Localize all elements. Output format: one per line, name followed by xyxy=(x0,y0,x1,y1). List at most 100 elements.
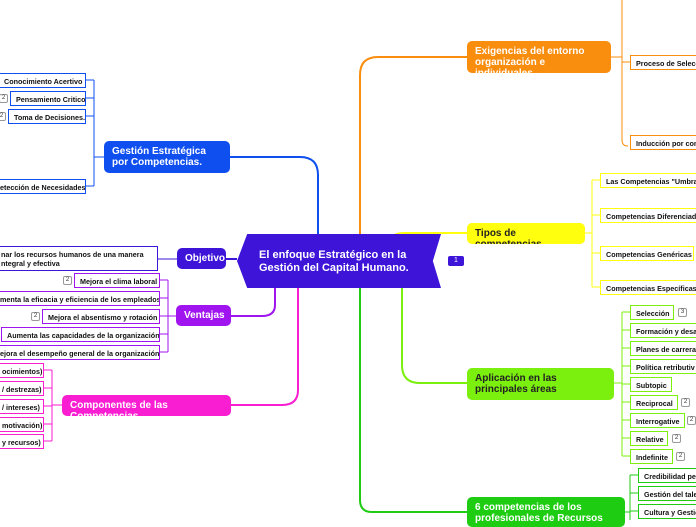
badge-value: 2 xyxy=(689,417,694,423)
subtopic-gestion-1[interactable]: Conocimiento Acertivo xyxy=(0,73,86,88)
subtopic-label: Mejora el absentismo y rotación xyxy=(48,313,158,322)
connector-gestion xyxy=(230,156,319,234)
subtopic-label: Indefinite xyxy=(636,453,668,462)
subtopic-componentes-1[interactable]: ocimientos) xyxy=(0,363,44,378)
subtopic-label: ejora el desempeño general de la organiz… xyxy=(0,349,160,358)
subtopic-label: Competencias Genéricas xyxy=(606,250,692,259)
subtopic-label: motivación) xyxy=(2,421,43,430)
topic-objetivo-label: Objetivo xyxy=(185,253,226,264)
connector-exigencias-children xyxy=(611,0,630,147)
subtopic-label: Las Competencias "Umbra xyxy=(606,177,696,186)
subtopic-ventajas-3[interactable]: Mejora el absentismo y rotación xyxy=(42,309,160,324)
topic-objetivo[interactable]: Objetivo xyxy=(177,248,226,269)
count-badge[interactable]: 2 xyxy=(672,434,681,443)
subtopic-label: Subtopic xyxy=(636,381,667,390)
subtopic-label: Competencias Específicas xyxy=(606,284,696,293)
badge-value: 2 xyxy=(683,399,688,405)
subtopic-gestion-4[interactable]: etección de Necesidades xyxy=(0,179,86,194)
topic-exigencias[interactable]: Exigencias del entorno organización e in… xyxy=(467,41,611,73)
subtopic-label: Proceso de Selecc xyxy=(636,59,696,68)
connector-exigencias xyxy=(359,56,467,234)
central-topic-label: El enfoque Estratégico en la Gestión del… xyxy=(259,249,409,274)
connector-aplicacion xyxy=(401,288,467,384)
connector-componentes-children xyxy=(44,369,62,442)
count-badge[interactable]: 2 xyxy=(687,416,696,425)
subtopic-tipos-3[interactable]: Competencias Genéricas xyxy=(600,246,694,261)
subtopic-aplicacion-4[interactable]: Política retributiv xyxy=(630,359,696,374)
subtopic-ventajas-4[interactable]: Aumenta las capacidades de la organizaci… xyxy=(1,327,160,342)
subtopic-label: etección de Necesidades xyxy=(0,183,86,192)
subtopic-exigencias-2[interactable]: Inducción por com xyxy=(630,135,696,150)
subtopic-aplicacion-3[interactable]: Planes de carrera xyxy=(630,341,696,356)
subtopic-ventajas-2[interactable]: menta la eficacia y eficiencia de los em… xyxy=(0,291,160,306)
topic-aplicacion[interactable]: Aplicación en las principales áreas xyxy=(467,368,614,400)
topic-tipos-competencias[interactable]: Tipos de competencias xyxy=(467,223,585,244)
connector-aplicacion-children xyxy=(614,311,630,457)
connector-ventajas xyxy=(231,288,276,317)
count-badge[interactable]: 2 xyxy=(0,94,8,103)
topic-componentes[interactable]: Componentes de las Competencias xyxy=(62,395,231,416)
topic-gestion-estrategica[interactable]: Gestión Estratégica por Competencias. xyxy=(104,141,230,173)
subtopic-aplicacion-8[interactable]: Relative xyxy=(630,431,668,446)
count-badge[interactable]: 2 xyxy=(681,398,690,407)
connector-componentes xyxy=(231,288,299,406)
central-topic[interactable]: El enfoque Estratégico en la Gestión del… xyxy=(237,234,441,288)
subtopic-componentes-2[interactable]: / destrezas) xyxy=(0,381,44,396)
subtopic-seis-1[interactable]: Credibilidad per xyxy=(638,468,696,483)
subtopic-label: Política retributiv xyxy=(636,363,695,372)
subtopic-label: Conocimiento Acertivo xyxy=(4,77,83,86)
topic-gestion-label: Gestión Estratégica por Competencias. xyxy=(112,146,206,168)
subtopic-gestion-2[interactable]: Pensamiento Critico xyxy=(10,91,86,106)
count-badge[interactable]: 2 xyxy=(63,276,72,285)
subtopic-aplicacion-7[interactable]: Interrogative xyxy=(630,413,685,428)
subtopic-label: menta la eficacia y eficiencia de los em… xyxy=(0,295,160,304)
subtopic-gestion-3[interactable]: Toma de Decisiones. xyxy=(8,109,86,124)
subtopic-label: Mejora el clima laboral xyxy=(80,277,158,286)
subtopic-componentes-3[interactable]: / intereses) xyxy=(0,399,44,414)
badge-value: 3 xyxy=(680,309,685,315)
subtopic-label: Interrogative xyxy=(636,417,680,426)
count-badge[interactable]: 2 xyxy=(31,312,40,321)
subtopic-componentes-5[interactable]: y recursos) xyxy=(0,434,44,449)
subtopic-componentes-4[interactable]: motivación) xyxy=(0,417,44,432)
count-badge[interactable]: 2 xyxy=(0,112,6,121)
badge-value: 2 xyxy=(678,453,683,459)
note-count: 1 xyxy=(454,257,458,264)
subtopic-aplicacion-1[interactable]: Selección xyxy=(630,305,674,320)
subtopic-aplicacion-6[interactable]: Reciprocal xyxy=(630,395,678,410)
connector-seis-children xyxy=(625,474,638,520)
subtopic-label: Aumenta las capacidades de la organizaci… xyxy=(7,331,160,340)
topic-aplicacion-label: Aplicación en las principales áreas xyxy=(475,373,557,395)
subtopic-label: Gestión del tale xyxy=(644,490,696,499)
subtopic-seis-2[interactable]: Gestión del tale xyxy=(638,486,696,501)
badge-value: 2 xyxy=(674,435,679,441)
count-badge[interactable]: 2 xyxy=(676,452,685,461)
subtopic-label: Reciprocal xyxy=(636,399,673,408)
subtopic-label: Competencias Diferenciado xyxy=(606,212,696,221)
subtopic-tipos-2[interactable]: Competencias Diferenciado xyxy=(600,208,696,223)
topic-seis-competencias[interactable]: 6 competencias de los profesionales de R… xyxy=(467,497,625,527)
subtopic-seis-3[interactable]: Cultura y Gestió xyxy=(638,504,696,519)
subtopic-label: Credibilidad per xyxy=(644,472,696,481)
subtopic-aplicacion-5[interactable]: Subtopic xyxy=(630,377,672,392)
subtopic-exigencias-1[interactable]: Proceso de Selecc xyxy=(630,55,696,70)
topic-ventajas[interactable]: Ventajas xyxy=(176,305,231,326)
subtopic-tipos-1[interactable]: Las Competencias "Umbra xyxy=(600,173,696,188)
topic-tipos-label: Tipos de competencias xyxy=(475,228,542,244)
subtopic-objetivo-1[interactable]: nar los recursos humanos de una manera n… xyxy=(0,246,158,271)
badge-value: 2 xyxy=(65,277,70,283)
count-badge[interactable]: 3 xyxy=(678,308,687,317)
note-icon[interactable]: 1 xyxy=(448,256,464,266)
topic-seis-label: 6 competencias de los profesionales de R… xyxy=(475,502,603,524)
subtopic-aplicacion-2[interactable]: Formación y desa xyxy=(630,323,696,338)
badge-value: 2 xyxy=(33,313,38,319)
connector-ventajas-children xyxy=(160,279,176,353)
subtopic-ventajas-5[interactable]: ejora el desempeño general de la organiz… xyxy=(0,345,160,360)
subtopic-label: y recursos) xyxy=(2,438,41,447)
subtopic-tipos-4[interactable]: Competencias Específicas xyxy=(600,280,696,295)
subtopic-label: / destrezas) xyxy=(2,385,42,394)
connector-tipos-children xyxy=(585,179,600,288)
subtopic-label: Inducción por com xyxy=(636,139,696,148)
subtopic-aplicacion-9[interactable]: Indefinite xyxy=(630,449,673,464)
subtopic-ventajas-1[interactable]: Mejora el clima laboral xyxy=(74,273,160,288)
